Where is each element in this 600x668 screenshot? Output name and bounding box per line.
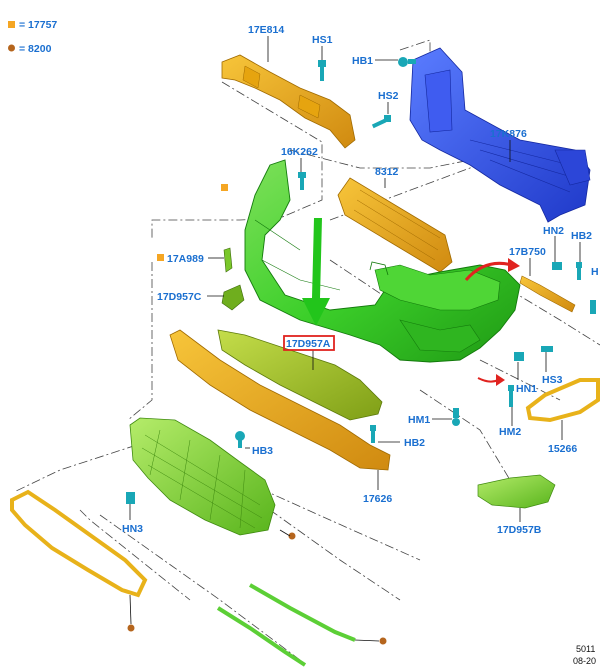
lower-green-strips [216, 583, 356, 667]
energy-absorber-8312 [337, 177, 453, 273]
fastener-h-edge-icon [590, 300, 596, 314]
highlight-arrows [302, 218, 520, 386]
fastener-hs2-icon [371, 115, 391, 129]
label-17D957A: 17D957A [286, 338, 331, 350]
fastener-hm1-icon [452, 408, 460, 426]
legend: = 17757 = 8200 [8, 19, 57, 55]
label-HN3: HN3 [122, 523, 143, 535]
fastener-hs1-icon [318, 60, 326, 81]
label-17D957C: 17D957C [157, 291, 202, 303]
grille-surround-frame [10, 489, 148, 598]
fastener-16k262-icon [298, 172, 306, 190]
label-H-edge: H [591, 266, 599, 278]
label-HS1: HS1 [312, 34, 333, 46]
fastener-hb2-top-icon [576, 262, 582, 280]
legend-circle-icon [8, 44, 15, 52]
fastener-hn2-icon [552, 262, 562, 270]
label-HM2: HM2 [499, 426, 521, 438]
fastener-hb3-icon [235, 431, 245, 448]
red-arrowhead-icon [508, 258, 520, 272]
circle-marker-icon [127, 624, 135, 632]
bumper-reinforcement-beam-17K876 [409, 47, 591, 223]
red-small-arrow-icon [477, 377, 499, 383]
fastener-hs3-icon [541, 346, 553, 352]
grille [129, 417, 276, 536]
label-HM1: HM1 [408, 414, 430, 426]
legend-text-17757: = 17757 [19, 19, 57, 31]
trim-15266 [525, 378, 600, 423]
label-17D957B: 17D957B [497, 524, 542, 536]
fastener-hn1-icon [514, 352, 524, 361]
fastener-hb2-icon [370, 425, 376, 443]
label-15266: 15266 [548, 443, 577, 455]
fastener-hb1-icon [398, 57, 416, 67]
footer-code: 5011 08-20 [573, 644, 596, 666]
bracket-17D957C [221, 284, 245, 311]
square-marker-icon [221, 184, 228, 191]
red-small-arrowhead-icon [496, 374, 505, 386]
label-HB3: HB3 [252, 445, 273, 457]
label-8312: 8312 [375, 166, 399, 178]
label-17K876: 17K876 [490, 128, 527, 140]
label-HB1: HB1 [352, 55, 373, 67]
circle-marker-icon [379, 637, 387, 645]
bracket-17A989 [223, 247, 233, 273]
label-HB2: HB2 [404, 437, 425, 449]
footer-line-2: 08-20 [573, 656, 596, 666]
legend-square-icon [8, 21, 15, 28]
legend-text-8200: = 8200 [19, 43, 52, 55]
label-17626: 17626 [363, 493, 392, 505]
label-17A989: 17A989 [167, 253, 204, 265]
green-down-arrow-icon [302, 218, 330, 326]
red-curved-arrow-icon [464, 261, 513, 281]
highlight-box-17D957A [283, 335, 335, 351]
lower-trim-17626 [169, 329, 391, 471]
bumper-cover [244, 159, 521, 363]
label-17B750: 17B750 [509, 246, 546, 258]
label-17E814: 17E814 [248, 24, 284, 36]
fastener-hm2-icon [508, 385, 514, 407]
label-HB2-top: HB2 [571, 230, 592, 242]
square-marker-icon [157, 254, 164, 261]
label-HS2: HS2 [378, 90, 399, 102]
fasteners [126, 57, 596, 504]
label-HN2: HN2 [543, 225, 564, 237]
legend-markers [127, 184, 387, 645]
fastener-hn3-icon [126, 492, 135, 504]
bracket-17B750 [519, 275, 576, 313]
part-labels: 17E814 HS1 HB1 HS2 17K876 16K262 8312 17… [122, 24, 599, 536]
label-HN1: HN1 [516, 383, 537, 395]
footer-line-1: 5011 [576, 644, 595, 654]
label-16K262: 16K262 [281, 146, 318, 158]
upper-bracket-17E814 [221, 54, 356, 149]
circle-marker-icon [288, 532, 296, 540]
label-HS3: HS3 [542, 374, 563, 386]
leader-lines [129, 36, 581, 642]
trim-17D957B [477, 474, 556, 509]
